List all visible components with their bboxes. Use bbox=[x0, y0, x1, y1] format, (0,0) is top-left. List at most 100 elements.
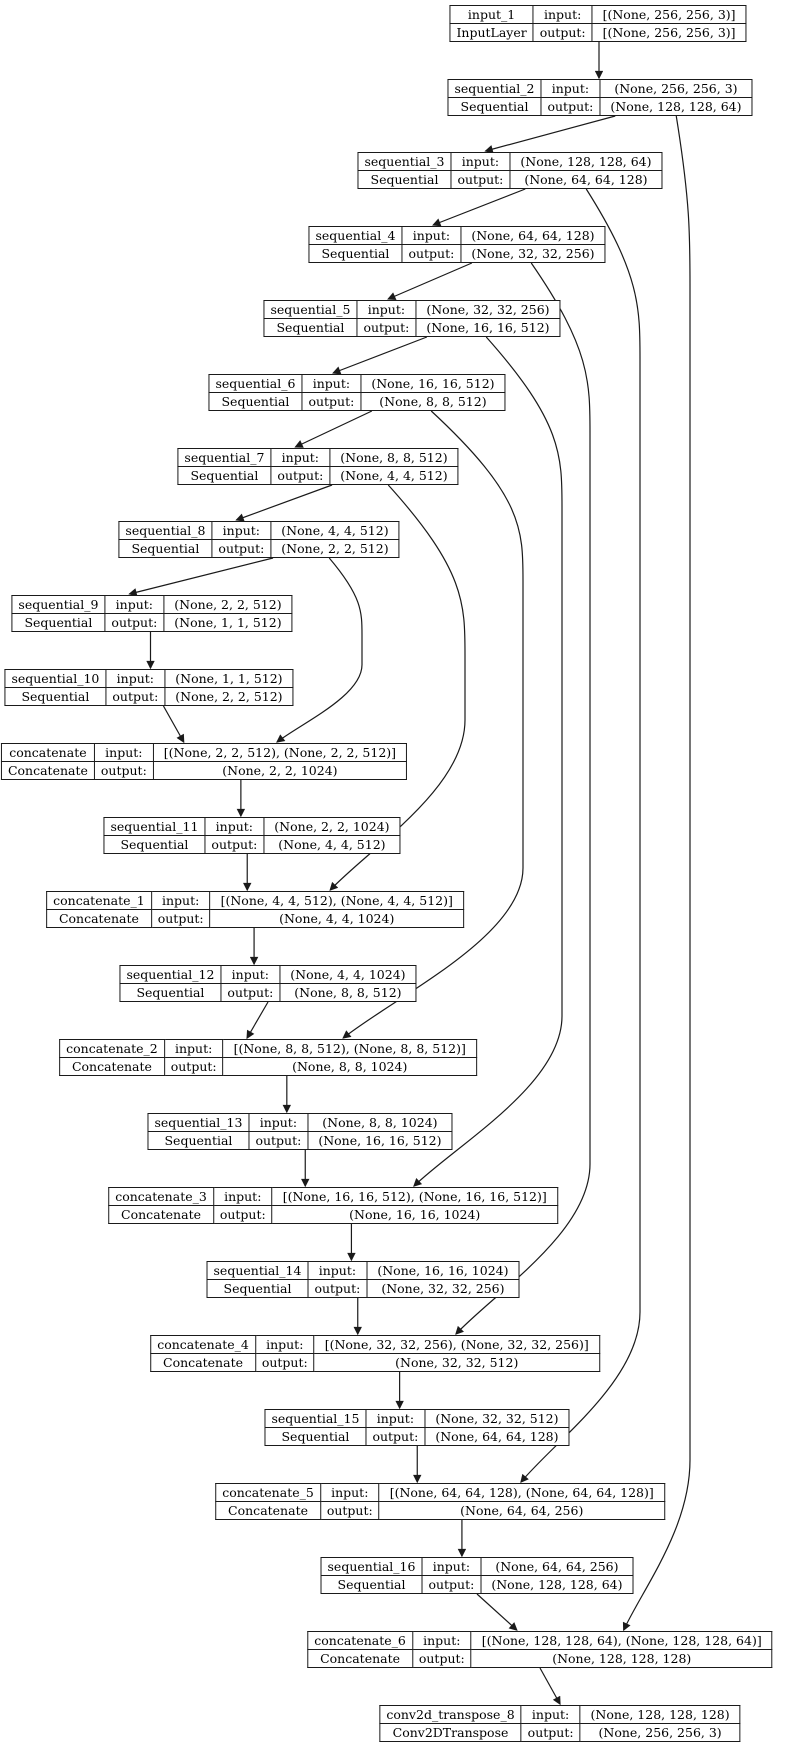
layer-type: Sequential bbox=[320, 1575, 423, 1594]
edge-sequential_12-to-concatenate_2 bbox=[246, 1001, 269, 1040]
input-shape: [(None, 8, 8, 512), (None, 8, 8, 512)] bbox=[222, 1039, 477, 1058]
layer-name: sequential_10 bbox=[4, 669, 107, 688]
edge-sequential_6-to-sequential_7 bbox=[294, 410, 373, 448]
input-label: input: bbox=[270, 448, 331, 467]
input-shape: [(None, 4, 4, 512), (None, 4, 4, 512)] bbox=[209, 891, 464, 910]
input-label: input: bbox=[307, 1261, 368, 1280]
input-label: input: bbox=[105, 669, 166, 688]
input-shape: (None, 2, 2, 512) bbox=[163, 595, 293, 614]
input-label: input: bbox=[254, 1335, 315, 1354]
input-shape: (None, 32, 32, 512) bbox=[424, 1409, 570, 1428]
output-label: output: bbox=[248, 1131, 309, 1150]
edge-concatenate_6-to-conv2d_transpose_8 bbox=[539, 1667, 561, 1706]
input-shape: [(None, 64, 64, 128), (None, 64, 64, 128… bbox=[378, 1483, 665, 1502]
layer-name: sequential_13 bbox=[147, 1113, 250, 1132]
input-label: input: bbox=[401, 226, 462, 245]
layer-name: input_1 bbox=[449, 5, 534, 24]
output-label: output: bbox=[150, 909, 211, 928]
layer-name: sequential_14 bbox=[206, 1261, 309, 1280]
layer-name: concatenate_4 bbox=[150, 1335, 256, 1354]
input-shape: (None, 8, 8, 512) bbox=[329, 448, 459, 467]
input-shape: [(None, 128, 128, 64), (None, 128, 128, … bbox=[470, 1631, 773, 1650]
input-shape: (None, 128, 128, 64) bbox=[509, 152, 663, 171]
layer-type: Sequential bbox=[357, 170, 452, 189]
output-label: output: bbox=[411, 1649, 472, 1668]
input-shape: (None, 128, 128, 128) bbox=[579, 1705, 741, 1724]
output-shape: (None, 256, 256, 3) bbox=[579, 1723, 741, 1742]
output-label: output: bbox=[211, 539, 272, 558]
input-shape: (None, 32, 32, 256) bbox=[415, 300, 561, 319]
output-shape: (None, 16, 16, 512) bbox=[415, 318, 561, 337]
input-shape: [(None, 2, 2, 512), (None, 2, 2, 512)] bbox=[152, 743, 408, 762]
output-label: output: bbox=[356, 318, 417, 337]
layer-name: concatenate_6 bbox=[307, 1631, 413, 1650]
edge-sequential_16-to-concatenate_6 bbox=[476, 1593, 518, 1631]
input-label: input: bbox=[248, 1113, 309, 1132]
input-shape: (None, 8, 8, 1024) bbox=[307, 1113, 453, 1132]
layer-type: Sequential bbox=[447, 97, 542, 116]
output-shape: (None, 16, 16, 1024) bbox=[271, 1205, 558, 1224]
edge-sequential_8-to-concatenate bbox=[276, 557, 363, 743]
output-shape: (None, 32, 32, 512) bbox=[313, 1353, 600, 1372]
edge-sequential_2-to-sequential_3 bbox=[484, 115, 616, 154]
layer-type: Concatenate bbox=[0, 761, 95, 780]
input-shape: [(None, 32, 32, 256), (None, 32, 32, 256… bbox=[313, 1335, 600, 1354]
layer-name: sequential_9 bbox=[11, 595, 106, 614]
input-label: input: bbox=[220, 965, 281, 984]
edge-sequential_2-to-concatenate_6 bbox=[622, 115, 691, 1632]
layer-name: concatenate_5 bbox=[215, 1483, 321, 1502]
layer-name: concatenate_3 bbox=[108, 1187, 214, 1206]
layer-type: Concatenate bbox=[307, 1649, 413, 1668]
input-shape: [(None, 256, 256, 3)] bbox=[591, 5, 747, 24]
input-label: input: bbox=[421, 1557, 482, 1576]
input-label: input: bbox=[163, 1039, 224, 1058]
layer-name: sequential_16 bbox=[320, 1557, 423, 1576]
output-label: output: bbox=[532, 23, 593, 42]
output-label: output: bbox=[212, 1205, 273, 1224]
input-shape: (None, 4, 4, 512) bbox=[270, 521, 400, 540]
output-shape: (None, 32, 32, 256) bbox=[460, 244, 606, 263]
edge-sequential_4-to-sequential_5 bbox=[387, 262, 473, 301]
output-label: output: bbox=[401, 244, 462, 263]
output-shape: (None, 8, 8, 512) bbox=[279, 983, 417, 1002]
output-label: output: bbox=[254, 1353, 315, 1372]
output-shape: (None, 1, 1, 512) bbox=[163, 613, 293, 632]
output-shape: (None, 2, 2, 512) bbox=[164, 687, 294, 706]
layer-name: sequential_7 bbox=[177, 448, 272, 467]
input-label: input: bbox=[150, 891, 211, 910]
input-shape: (None, 4, 4, 1024) bbox=[279, 965, 417, 984]
output-label: output: bbox=[319, 1501, 380, 1520]
output-label: output: bbox=[163, 1057, 224, 1076]
edge-sequential_3-to-sequential_4 bbox=[432, 188, 526, 227]
output-shape: (None, 128, 128, 64) bbox=[480, 1575, 634, 1594]
output-label: output: bbox=[307, 1279, 368, 1298]
layer-type: Concatenate bbox=[108, 1205, 214, 1224]
layer-type: Sequential bbox=[103, 835, 206, 854]
layer-type: Sequential bbox=[118, 539, 213, 558]
layer-name: concatenate bbox=[0, 743, 95, 762]
layer-type: Conv2DTranspose bbox=[379, 1723, 522, 1742]
output-label: output: bbox=[301, 392, 362, 411]
output-label: output: bbox=[270, 466, 331, 485]
output-shape: (None, 2, 2, 512) bbox=[270, 539, 400, 558]
output-label: output: bbox=[93, 761, 154, 780]
output-label: output: bbox=[220, 983, 281, 1002]
layer-type: Concatenate bbox=[46, 909, 152, 928]
